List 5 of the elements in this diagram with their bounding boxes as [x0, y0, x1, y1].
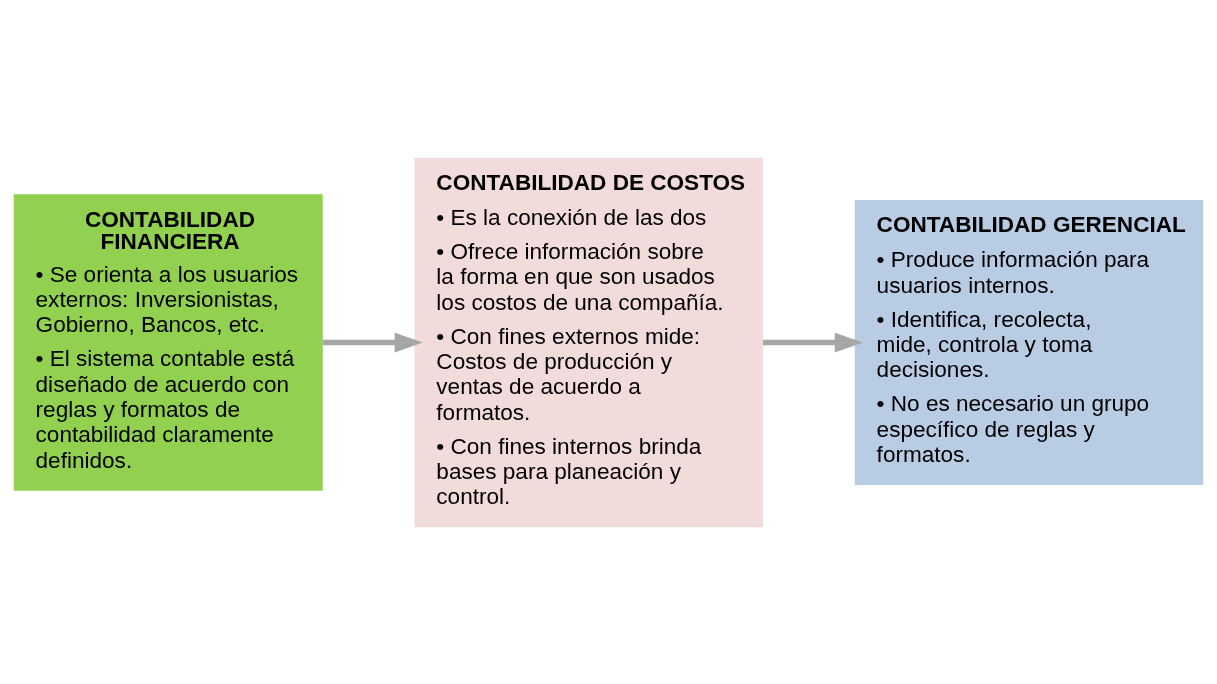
- node-box: CONTABILIDAD FINANCIERA • Se orienta a los usuarios externos: Inversionistas, Gobierno, Bancos, etc. • El sistema contable está diseñado de acuerdo con reglas y formatos de contabilidad claramente definidos.: [13, 193, 323, 491]
- node-box: CONTABILIDAD DE COSTOS • Es la conexión de las dos • Ofrece información sobre la forma en que son usados los costos de una compañía. • Con fines externos mide: Costos de producción y ventas de acuerdo a formatos. • Con fines internos brinda bases para planeación y control.: [414, 157, 763, 527]
- arrow: [322, 332, 423, 352]
- arrow: [763, 332, 864, 352]
- node-box: CONTABILIDAD GERENCIAL • Produce información para usuarios internos. • Identifica, recolecta, mide, controla y toma decisiones. • No es necesario un grupo específico de reglas y formatos.: [854, 199, 1204, 485]
